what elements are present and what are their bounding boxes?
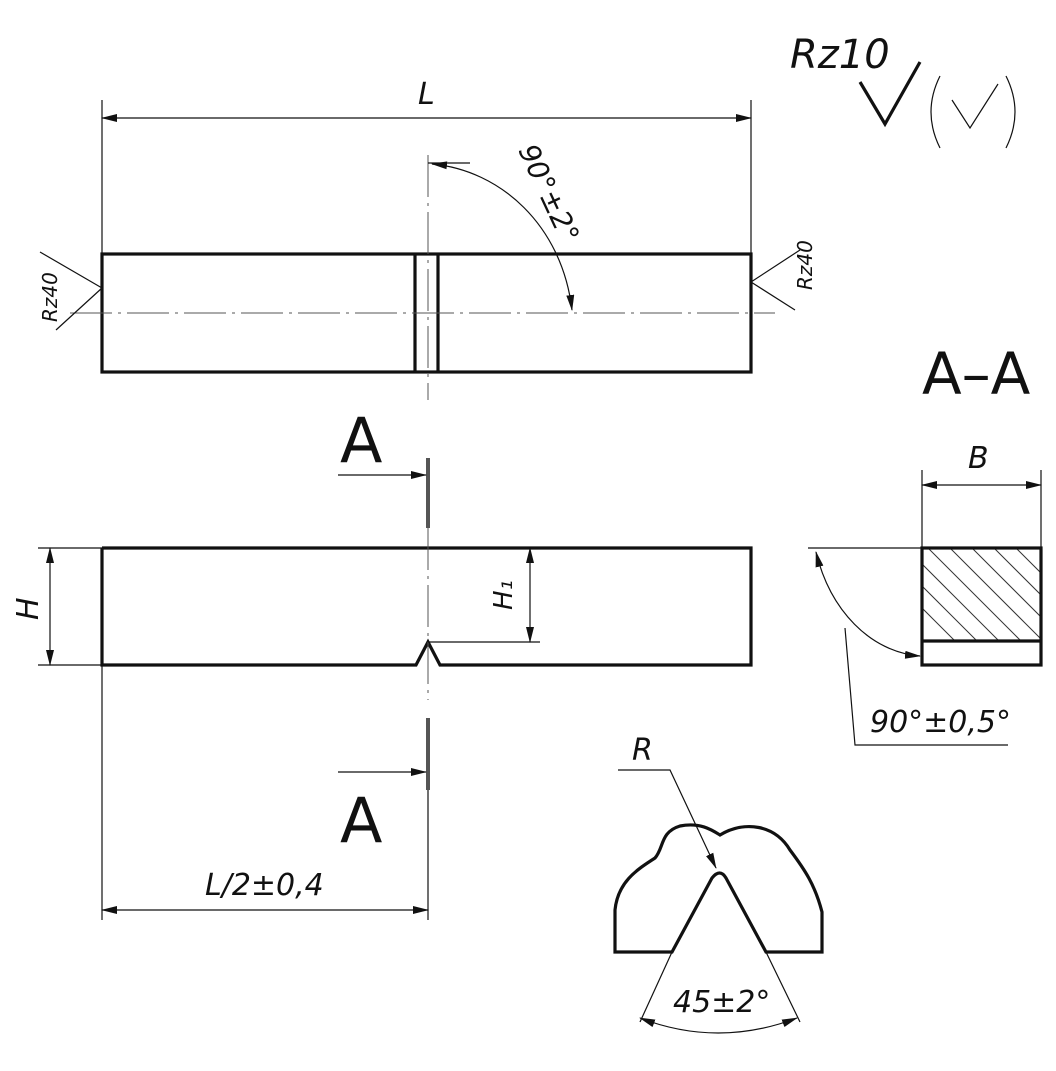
notch-angle-label: 45±2° [673, 985, 770, 1020]
section-title: A–A [922, 340, 1031, 408]
roughness-main-label: Rz10 [790, 32, 890, 78]
notch-angle-arc [639, 1017, 798, 1034]
front-view: H H₁ L/2±0,4 [11, 528, 753, 920]
notch-detail: R 45±2° [613, 733, 824, 1034]
section-angle-arc [815, 551, 921, 659]
paren-left [930, 75, 941, 149]
roughness-check-symbol [858, 61, 922, 128]
section-view: A–A B 90°±0,5° [808, 340, 1043, 746]
section-letter-top: A [340, 404, 382, 477]
top-view: L 90°±2° Rz40 Rz40 [38, 77, 817, 400]
roughness-symbol-group: Rz10 [790, 32, 1016, 149]
roughness-left-label: Rz40 [38, 272, 62, 322]
notch-detail-outline [613, 823, 824, 954]
roughness-check-small [951, 83, 999, 130]
roughness-right-mark-a [750, 249, 801, 283]
notch-angle-ext-right [765, 951, 801, 1023]
notch-height-label: H₁ [489, 580, 519, 610]
roughness-left-mark-a [39, 251, 103, 289]
width-label: B [968, 441, 989, 476]
front-view-outline [100, 546, 753, 667]
roughness-left-mark-b [55, 287, 103, 331]
roughness-right-label: Rz40 [793, 240, 817, 290]
angle-arc-top [431, 161, 575, 311]
radius-label: R [632, 733, 653, 768]
angle-top-label: 90°±2° [512, 139, 586, 248]
section-angle-leader [844, 627, 1008, 746]
section-angle-label: 90°±0,5° [870, 705, 1011, 740]
length-label: L [418, 77, 435, 112]
section-hatch [922, 548, 1041, 641]
paren-right [1005, 75, 1016, 149]
roughness-right-mark-b [750, 281, 796, 311]
radius-leader [618, 769, 717, 869]
notch-angle-ext-left [639, 951, 673, 1023]
section-markers: A A [338, 404, 430, 857]
section-letter-bottom: A [340, 784, 382, 857]
section-outline [920, 546, 1043, 667]
height-label: H [11, 597, 46, 620]
half-length-label: L/2±0,4 [205, 868, 324, 903]
